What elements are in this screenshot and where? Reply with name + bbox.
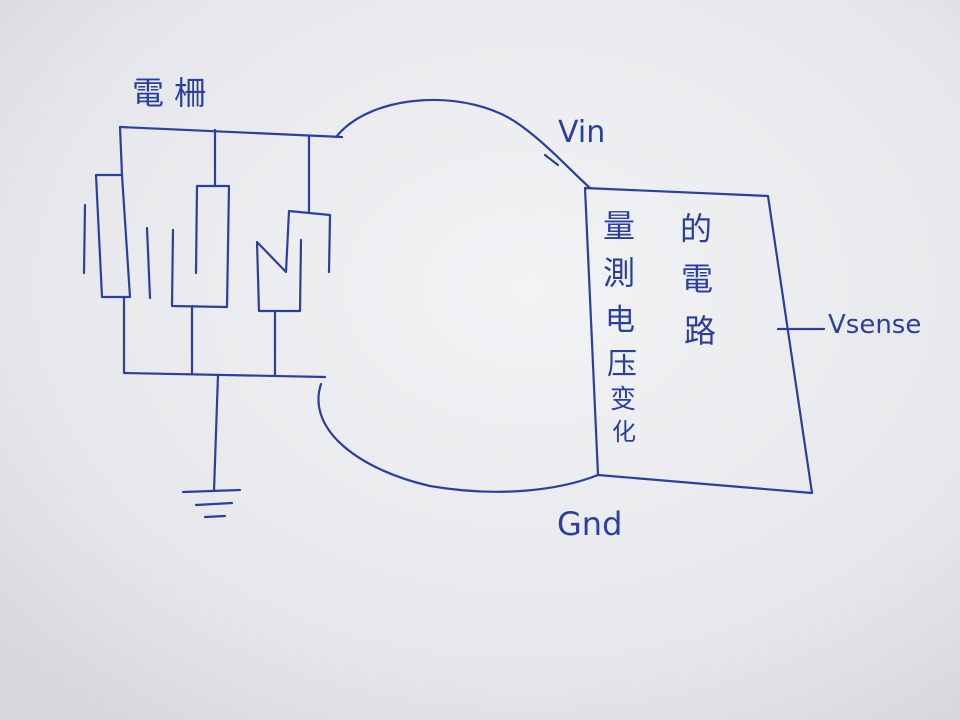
electric-grid (82, 125, 344, 379)
box-char: 化 (612, 418, 636, 446)
grid-bottom-bus (122, 371, 327, 379)
finger-1 (94, 173, 132, 299)
grid-left-rail (118, 125, 124, 177)
box-char: 量 (603, 207, 635, 245)
box-char: 電 (681, 260, 713, 298)
ground-stem (212, 373, 220, 493)
grid-top-bus (118, 125, 344, 139)
box-char: 的 (680, 210, 712, 248)
box-char: 压 (607, 347, 637, 382)
measurement-circuit-box (583, 186, 814, 495)
gnd-wire (317, 382, 600, 493)
finger-1-comb (82, 203, 152, 300)
grid-label: 電柵 (132, 74, 216, 112)
box-char: 路 (684, 312, 716, 350)
vin-wire (334, 98, 592, 190)
finger-2 (170, 184, 231, 309)
box-char: 变 (610, 385, 636, 415)
ground-bars (181, 488, 242, 519)
box-text-column-1: 量 測 电 压 变 化 (603, 207, 637, 446)
ground-symbol (181, 373, 242, 519)
vin-wire-arrow (543, 153, 560, 167)
vin-label: Vin (558, 115, 605, 150)
gnd-label: Gnd (557, 505, 622, 543)
box-text-column-2: 的 電 路 (680, 210, 716, 350)
vsense-label: Vsense (828, 310, 921, 340)
box-char: 电 (605, 303, 635, 338)
box-char: 測 (603, 254, 635, 292)
finger-3 (255, 209, 332, 313)
